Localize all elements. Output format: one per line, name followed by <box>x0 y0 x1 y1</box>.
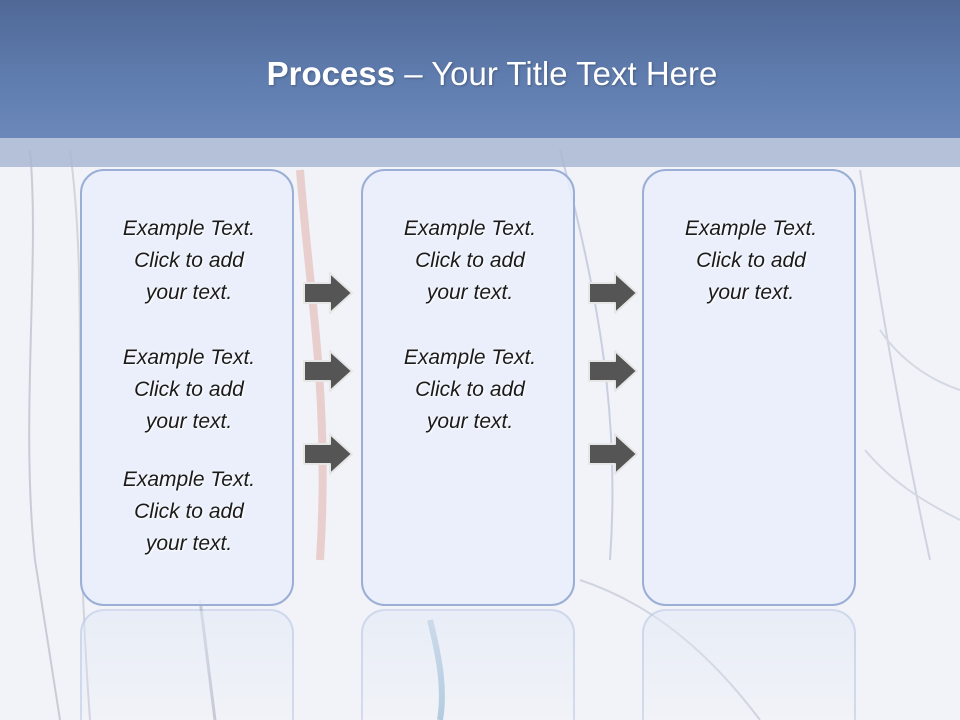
text-line: your text. <box>145 410 233 433</box>
text-line: Click to add <box>134 500 244 523</box>
process-panel-2[interactable]: Example Text. Click to add your text. Ex… <box>361 169 575 606</box>
text-line: Example Text. <box>122 468 256 491</box>
text-line: Example Text. <box>403 346 537 369</box>
text-placeholder[interactable]: Example Text. Click to add your text. <box>82 342 296 438</box>
text-placeholder[interactable]: Example Text. Click to add your text. <box>644 213 858 309</box>
text-line: Click to add <box>415 249 525 272</box>
text-line: your text. <box>426 281 514 304</box>
text-line: Click to add <box>415 378 525 401</box>
text-placeholder[interactable]: Example Text. Click to add your text. <box>363 213 577 309</box>
panel-reflection <box>642 609 856 720</box>
arrow-right-icon[interactable] <box>302 271 354 315</box>
text-line: Example Text. <box>403 217 537 240</box>
text-line: Click to add <box>696 249 806 272</box>
arrow-right-icon[interactable] <box>587 349 639 393</box>
title-bold: Process <box>266 55 396 92</box>
title-header <box>0 0 960 138</box>
text-placeholder[interactable]: Example Text. Click to add your text. <box>82 213 296 309</box>
text-line: your text. <box>426 410 514 433</box>
arrow-right-icon[interactable] <box>587 271 639 315</box>
text-line: Click to add <box>134 249 244 272</box>
panel-reflection <box>80 609 294 720</box>
text-placeholder[interactable]: Example Text. Click to add your text. <box>363 342 577 438</box>
text-line: Example Text. <box>684 217 818 240</box>
header-band <box>0 138 960 167</box>
panel-reflection <box>361 609 575 720</box>
process-panel-1[interactable]: Example Text. Click to add your text. Ex… <box>80 169 294 606</box>
text-line: Example Text. <box>122 217 256 240</box>
text-line: your text. <box>145 532 233 555</box>
arrow-right-icon[interactable] <box>302 349 354 393</box>
text-placeholder[interactable]: Example Text. Click to add your text. <box>82 464 296 560</box>
text-line: your text. <box>707 281 795 304</box>
arrow-right-icon[interactable] <box>302 432 354 476</box>
slide-title[interactable]: Process – Your Title Text Here <box>0 52 960 96</box>
text-line: your text. <box>145 281 233 304</box>
title-rest: – Your Title Text Here <box>395 55 718 92</box>
arrow-right-icon[interactable] <box>587 432 639 476</box>
text-line: Click to add <box>134 378 244 401</box>
text-line: Example Text. <box>122 346 256 369</box>
process-panel-3[interactable]: Example Text. Click to add your text. <box>642 169 856 606</box>
